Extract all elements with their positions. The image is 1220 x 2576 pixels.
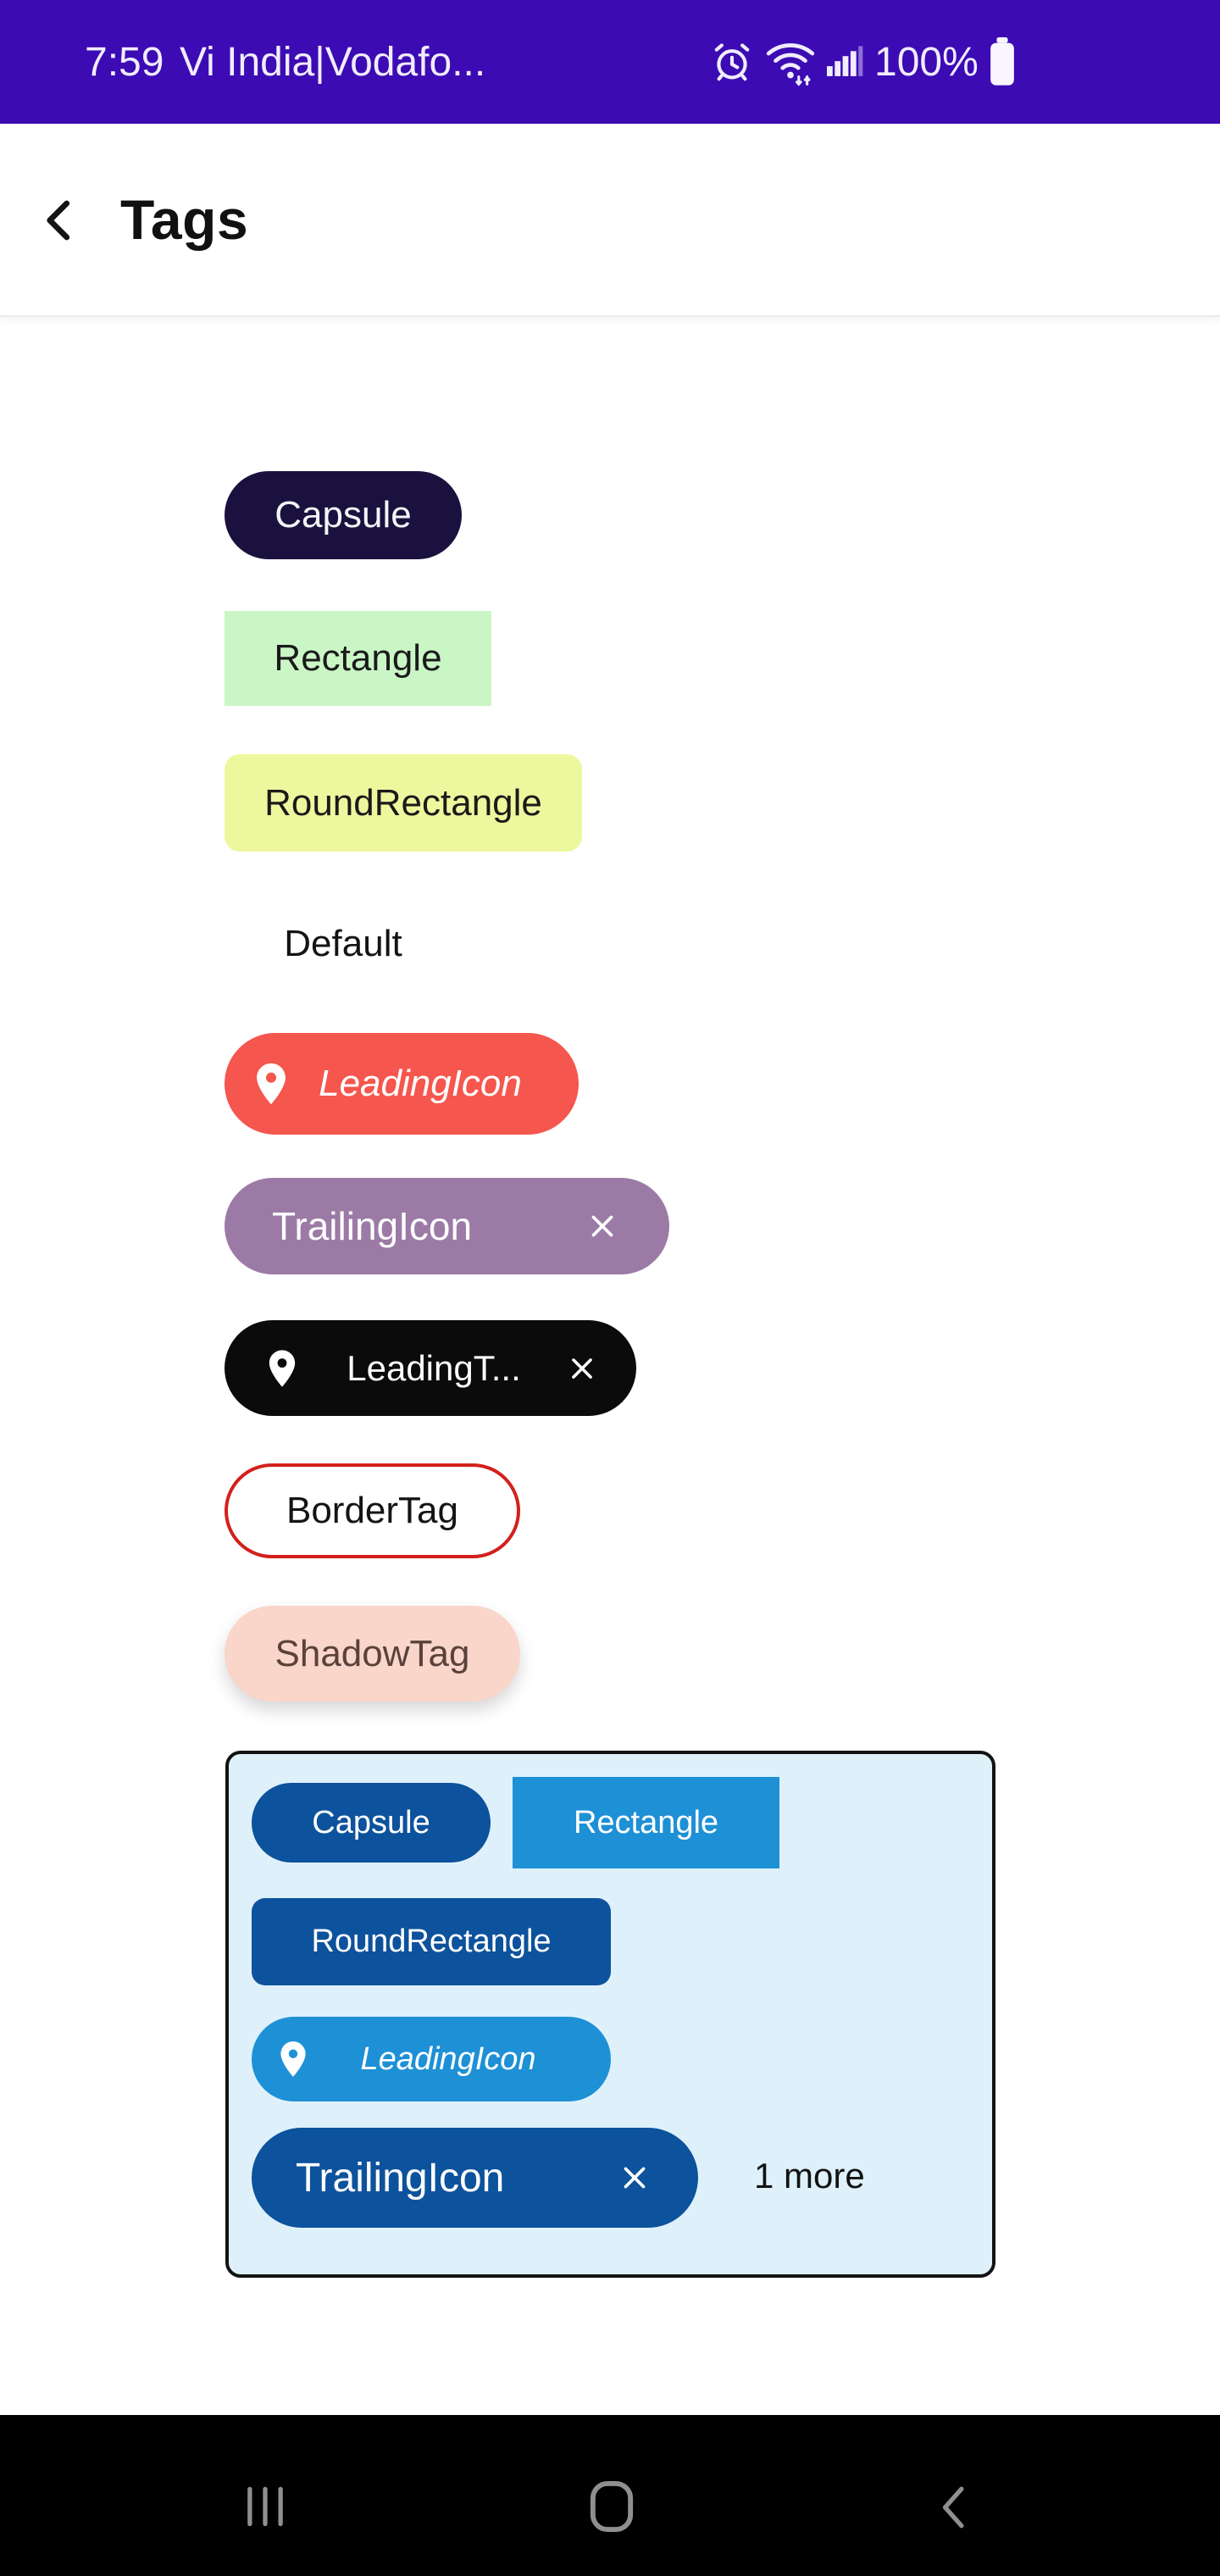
close-icon[interactable] [563, 1350, 601, 1387]
status-bar: 7:59 Vi India|Vodafo... [0, 0, 1220, 124]
tag-round-rectangle[interactable]: RoundRectangle [225, 754, 582, 852]
tag-capsule[interactable]: Capsule [225, 471, 462, 559]
recents-icon [247, 2486, 283, 2527]
tag-leading-trailing-icon[interactable]: LeadingT... [225, 1320, 636, 1416]
tag-label: RoundRectangle [311, 1924, 552, 1959]
close-icon[interactable] [615, 2158, 654, 2197]
signal-icon [827, 46, 863, 76]
close-icon[interactable] [583, 1207, 622, 1246]
tag-label: ShadowTag [274, 1632, 470, 1674]
nav-back-icon [942, 2486, 964, 2529]
location-pin-icon [257, 1063, 286, 1105]
back-button[interactable] [34, 195, 85, 246]
tag-label: TrailingIcon [296, 2155, 505, 2201]
tag-border[interactable]: BorderTag [225, 1463, 520, 1558]
home-icon [590, 2480, 634, 2533]
tag-label: Capsule [274, 494, 412, 536]
tag-trailing-icon[interactable]: TrailingIcon [225, 1178, 669, 1274]
android-nav-bar [0, 2415, 1220, 2576]
alarm-icon [714, 43, 750, 81]
battery-percent: 100% [874, 39, 979, 85]
tag-default[interactable]: Default [225, 898, 462, 990]
tag-label: TrailingIcon [272, 1204, 473, 1248]
tag-label: BorderTag [286, 1490, 458, 1531]
chevron-left-icon [47, 200, 70, 241]
tag-label: LeadingT... [347, 1347, 521, 1388]
status-time: 7:59 [85, 39, 164, 85]
recents-button[interactable] [241, 2482, 290, 2535]
location-pin-icon [280, 2041, 306, 2077]
tag-label: LeadingIcon [360, 2040, 536, 2077]
tag-leading-icon[interactable]: LeadingIcon [225, 1033, 579, 1135]
tag-label: LeadingIcon [319, 1063, 522, 1104]
status-carrier: Vi India|Vodafo... [180, 39, 486, 85]
location-pin-icon [269, 1349, 296, 1387]
wifi-icon [766, 43, 815, 86]
group-tag-rectangle[interactable]: Rectangle [513, 1777, 779, 1868]
group-tag-trailing-icon[interactable]: TrailingIcon [252, 2128, 698, 2228]
tag-label: Rectangle [274, 637, 442, 679]
page-title: Tags [120, 188, 249, 251]
overflow-count-label: 1 more [754, 2156, 865, 2196]
tag-rectangle[interactable]: Rectangle [225, 611, 491, 706]
tag-label: Rectangle [573, 1804, 719, 1840]
tag-label: Capsule [312, 1804, 430, 1840]
battery-icon [990, 37, 1014, 86]
tag-group-box: Capsule Rectangle RoundRectangle Leading… [225, 1751, 995, 2278]
nav-back-button[interactable] [934, 2483, 971, 2536]
tag-label: RoundRectangle [264, 781, 542, 824]
status-icons: 100% [710, 0, 1016, 124]
group-tag-round-rectangle[interactable]: RoundRectangle [252, 1898, 611, 1985]
tag-label: Default [284, 923, 402, 964]
group-tag-leading-icon[interactable]: LeadingIcon [252, 2017, 611, 2101]
group-tag-capsule[interactable]: Capsule [252, 1783, 491, 1863]
tag-shadow[interactable]: ShadowTag [225, 1606, 520, 1702]
app-bar: Tags [0, 124, 1220, 317]
home-button[interactable] [587, 2479, 636, 2538]
